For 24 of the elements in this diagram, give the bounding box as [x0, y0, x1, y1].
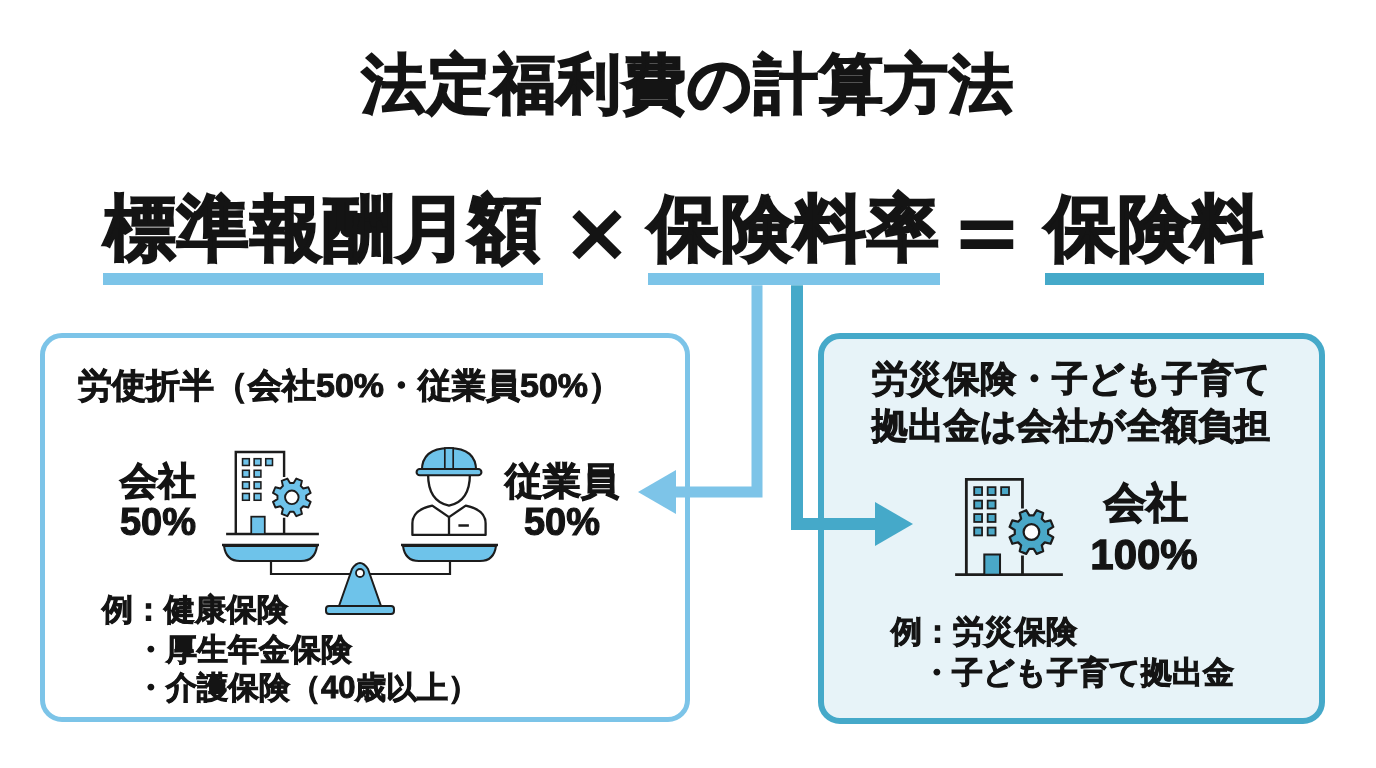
underlined-term	[648, 189, 940, 286]
operator-sign: =	[951, 190, 1023, 274]
info-panel	[40, 333, 690, 722]
panel-heading: 労使折半（会社50%・従業員50%）	[78, 365, 623, 406]
diagram-title: 法定福利費の計算方法	[362, 47, 1014, 122]
formula-term: 標準報酬月額	[104, 189, 542, 269]
party-label: 従業員	[505, 459, 619, 504]
formula-term: 保険料	[1045, 189, 1264, 269]
connector-arrow	[791, 285, 913, 546]
panel-heading: 労災保険・子ども子育て拠出金は会社が全額負担	[870, 357, 1272, 448]
example-item: 例：労災保険	[891, 613, 1077, 651]
party-label: 会社	[1104, 478, 1188, 528]
connector-arrow	[638, 285, 763, 514]
percentage-label: 50%	[523, 501, 601, 545]
underlined-term	[103, 189, 543, 286]
example-item: 例：健康保険	[102, 591, 288, 629]
operator-sign: ×	[561, 190, 633, 274]
info-panel	[818, 333, 1325, 724]
example-item: ・子ども子育て拠出金	[921, 654, 1234, 692]
example-item: ・厚生年金保険	[135, 631, 352, 669]
underlined-term	[1045, 189, 1264, 286]
percentage-label: 100%	[1090, 530, 1198, 580]
formula-term: 保険料率	[648, 189, 940, 269]
example-item: ・介護保険（40歳以上）	[135, 669, 480, 707]
